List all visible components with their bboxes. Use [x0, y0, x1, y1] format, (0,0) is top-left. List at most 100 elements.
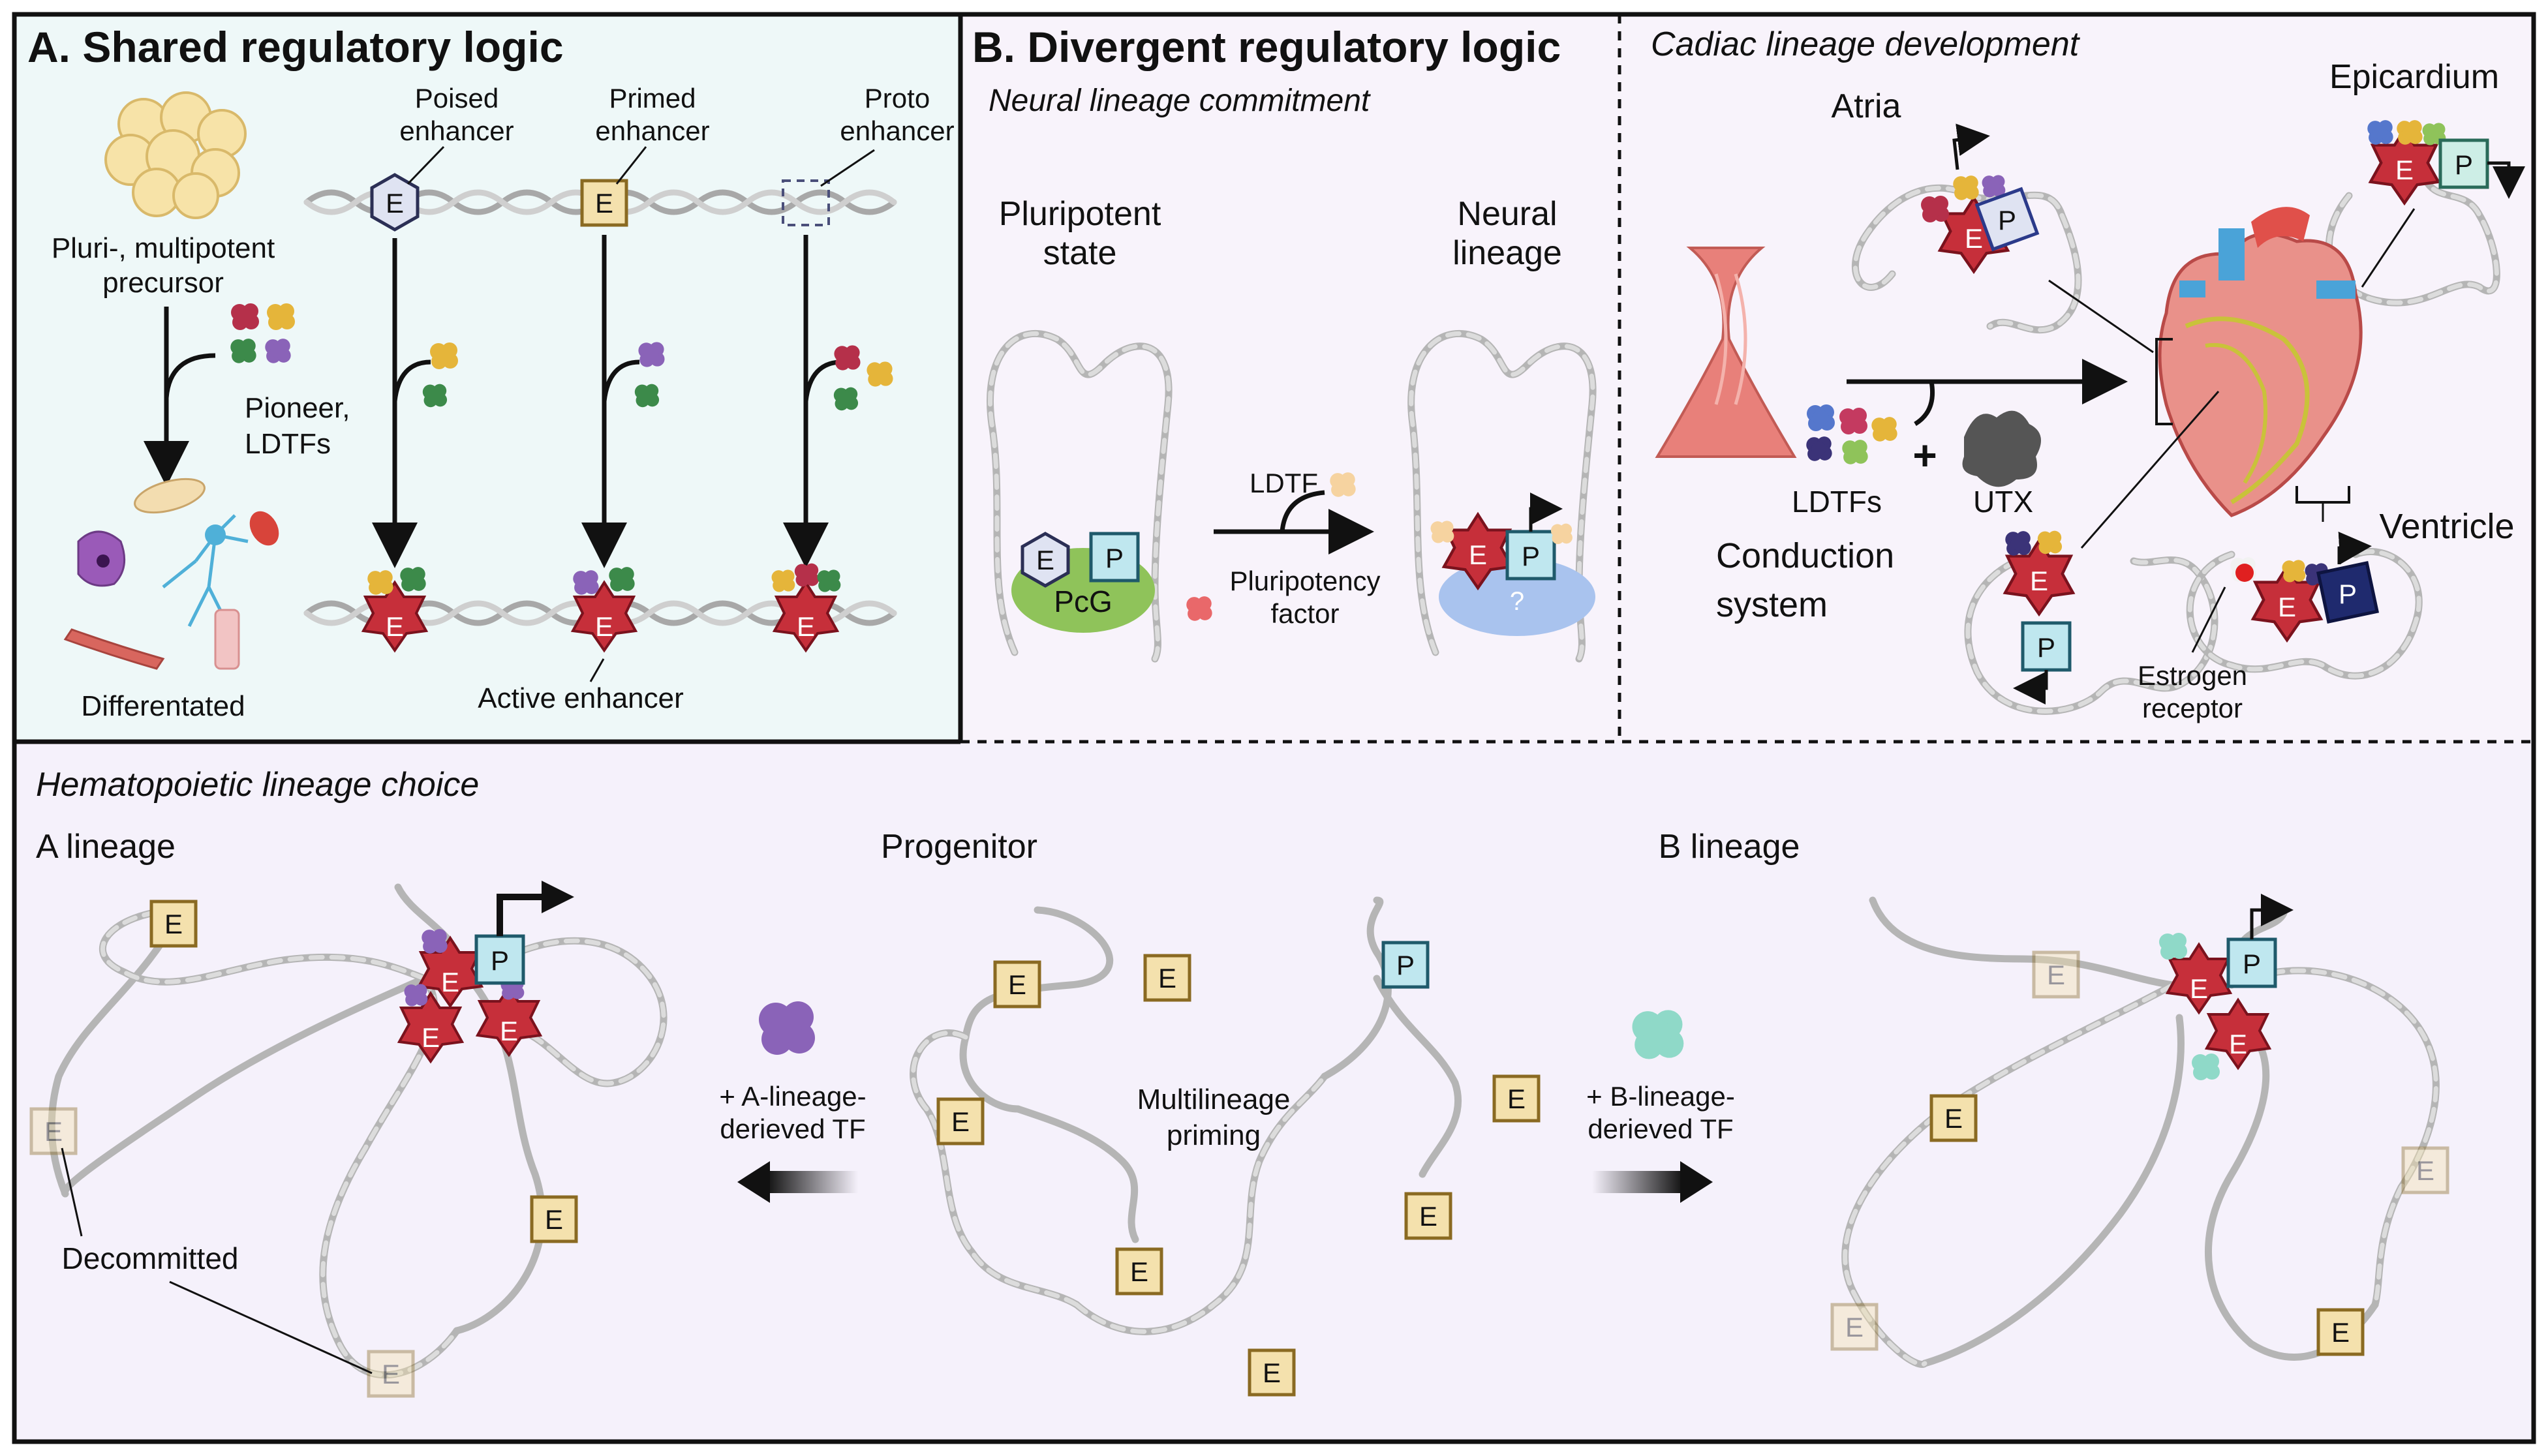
ldtf-label: LDTF — [1250, 468, 1318, 498]
a-lineage-enhancer-top: E — [149, 900, 198, 948]
svg-text:E: E — [1008, 969, 1026, 1000]
panel-a: A. Shared regulatory logic Pluri-, multi… — [27, 23, 955, 722]
svg-text:E: E — [1965, 223, 1983, 254]
svg-text:E: E — [545, 1204, 563, 1235]
b-tf-label-1: + B-lineage- — [1586, 1081, 1735, 1112]
proto-label-1: Proto — [865, 83, 930, 114]
pioneer-label-1: Pioneer, — [245, 392, 350, 424]
epicardium-enhancer-promoter: E P — [2367, 120, 2525, 203]
svg-text:E: E — [1469, 539, 1487, 570]
svg-text:P: P — [1105, 543, 1124, 573]
svg-text:P: P — [1522, 541, 1540, 571]
atria-label: Atria — [1832, 87, 1901, 125]
estrogen-label-1: Estrogen — [2138, 660, 2247, 691]
svg-text:E: E — [1419, 1201, 1437, 1232]
precursor-cells — [104, 91, 247, 219]
b-lineage-enhancer-decommitted-right: E — [2401, 1146, 2449, 1194]
precursor-label-1: Pluri-, multipotent — [52, 232, 275, 264]
svg-text:E: E — [441, 967, 459, 997]
primed-enhancer: E — [580, 179, 628, 227]
outer-frame — [12, 12, 2536, 1444]
panel-b-title: B. Divergent regulatory logic — [972, 23, 1561, 71]
pcg-label: PcG — [1054, 584, 1112, 618]
multilineage-label-1: Multilineage — [1137, 1084, 1291, 1115]
svg-text:E: E — [595, 188, 613, 219]
epicardium-label: Epicardium — [2329, 58, 2499, 96]
pioneer-join-line — [164, 353, 216, 399]
svg-text:E: E — [382, 1359, 400, 1389]
proto-label-2: enhancer — [840, 115, 954, 146]
progenitor-chromatin — [910, 896, 1462, 1335]
svg-text:E: E — [1944, 1103, 1963, 1134]
utx-label: UTX — [1973, 485, 2033, 519]
a-tf-label-2: derieved TF — [720, 1114, 865, 1144]
panel-c-background — [1619, 14, 2534, 742]
conduction-label-2: system — [1716, 585, 1828, 624]
ventricle-label: Ventricle — [2379, 507, 2514, 546]
pluripotency-label-2: factor — [1270, 598, 1339, 629]
svg-text:P: P — [1396, 950, 1415, 980]
b-lineage-enhancer-decommitted-bottom-left: E — [1830, 1303, 1879, 1351]
svg-text:E: E — [500, 1016, 518, 1046]
svg-text:E: E — [44, 1116, 63, 1147]
panel-c: Cadiac lineage development Atria Epicard… — [1651, 25, 2525, 723]
decommitted-label: Decommitted — [62, 1241, 239, 1275]
svg-text:E: E — [1263, 1357, 1281, 1388]
b-lineage-arrow: + B-lineage- derieved TF — [1586, 1010, 1735, 1203]
conduction-enhancer-promoter: E P — [2005, 530, 2073, 705]
atria-enhancer-promoter: E P — [1921, 123, 2040, 271]
pluripotency-label-1: Pluripotency — [1229, 566, 1380, 596]
b-lineage-enhancer-bottom-right: E — [2316, 1308, 2365, 1356]
pluripotent-poised-enhancer: E — [1021, 532, 1070, 588]
panel-d: Hematopoietic lineage choice A lineage P… — [29, 766, 2449, 1398]
differentiated-label: Differentated — [81, 690, 245, 722]
svg-text:E: E — [1845, 1312, 1864, 1342]
panel-a-title: A. Shared regulatory logic — [27, 23, 564, 71]
panel-b: B. Divergent regulatory logic Neural lin… — [972, 23, 1597, 663]
precursor-label-2: precursor — [102, 267, 224, 299]
pioneer-label-2: LDTFs — [245, 428, 331, 460]
svg-text:E: E — [386, 611, 404, 642]
svg-text:E: E — [2190, 973, 2208, 1004]
pluripotent-label-1: Pluripotent — [999, 195, 1161, 233]
poised-label-1: Poised — [415, 83, 499, 114]
svg-text:P: P — [2339, 579, 2357, 609]
progenitor-enhancers: E E E E E E E P — [936, 941, 1541, 1397]
svg-text:E: E — [2047, 960, 2065, 990]
b-lineage-active-hub: E E P — [2159, 894, 2294, 1080]
ventricle-enhancer-promoter: E P — [2230, 532, 2380, 640]
svg-text:P: P — [2455, 149, 2473, 180]
svg-text:E: E — [1507, 1084, 1526, 1114]
utx-shape — [1962, 410, 2041, 487]
svg-text:E: E — [1158, 963, 1176, 993]
ldtfs-label: LDTFs — [1792, 485, 1882, 519]
panel-b-subtitle: Neural lineage commitment — [989, 83, 1371, 118]
svg-text:E: E — [2416, 1155, 2434, 1186]
pluripotent-label-2: state — [1043, 234, 1117, 272]
a-lineage-label: A lineage — [36, 828, 176, 866]
estrogen-label-2: receptor — [2142, 693, 2243, 723]
primed-label-1: Primed — [609, 83, 696, 114]
poised-enhancer: E — [370, 173, 420, 232]
panel-c-subtitle: Cadiac lineage development — [1651, 25, 2081, 63]
b-lineage-enhancer-left: E — [1929, 1094, 1978, 1142]
question-mark: ? — [1510, 587, 1524, 616]
neural-active-enhancer: E — [1430, 515, 1512, 588]
primed-label-2: enhancer — [595, 115, 709, 146]
active-enhancers: E E E — [362, 563, 841, 652]
svg-text:E: E — [2331, 1317, 2350, 1348]
svg-text:E: E — [386, 188, 404, 219]
svg-text:E: E — [595, 611, 613, 642]
svg-text:E: E — [2278, 592, 2296, 622]
activation-arrows — [372, 235, 893, 568]
neural-promoter: P — [1505, 493, 1573, 581]
svg-text:E: E — [1036, 545, 1054, 575]
svg-text:E: E — [797, 611, 815, 642]
poised-label-2: enhancer — [399, 115, 514, 146]
b-tf-label-2: derieved TF — [1588, 1114, 1733, 1144]
a-lineage-enhancer-right: E — [530, 1195, 578, 1243]
svg-text:P: P — [2243, 948, 2261, 979]
a-lineage-enhancer-decommitted-left: E — [29, 1107, 78, 1155]
progenitor-label: Progenitor — [881, 828, 1037, 866]
